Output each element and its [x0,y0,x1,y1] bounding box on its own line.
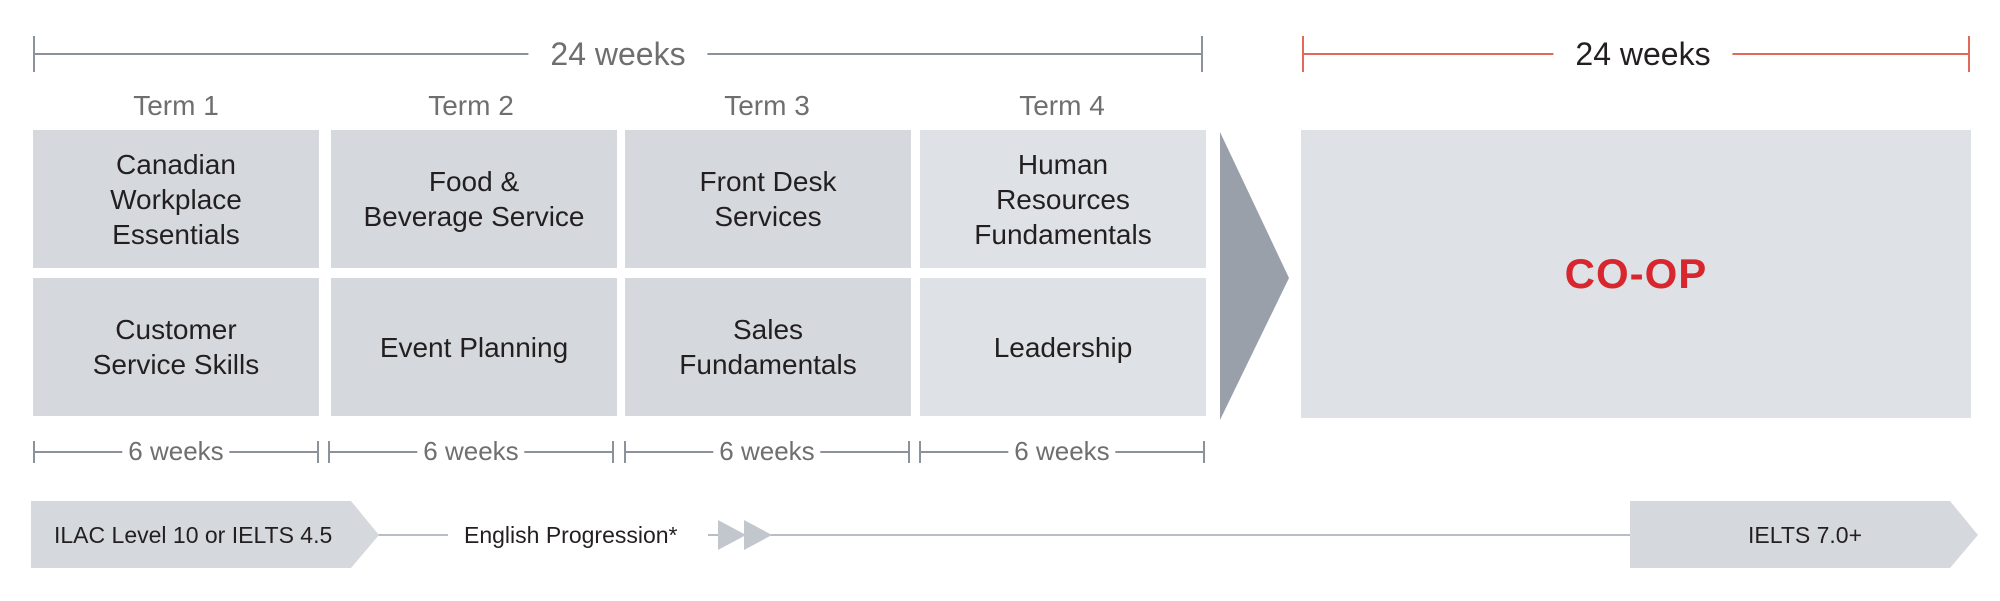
course-sales-fundamentals: Sales Fundamentals [625,278,911,416]
coop-bracket-cap-left [1302,36,1304,72]
term-3-duration-bracket: 6 weeks [624,433,910,469]
term-4-duration-bracket: 6 weeks [919,433,1205,469]
term-4-duration: 6 weeks [1008,433,1116,469]
course-event-planning: Event Planning [331,278,617,416]
term-4-label: Term 4 [1019,90,1105,121]
course-canadian-workplace-essentials: Canadian Workplace Essentials [33,130,319,268]
term-1-duration: 6 weeks [122,433,230,469]
term-2-label: Term 2 [428,90,514,121]
end-level-label: IELTS 7.0+ [1748,522,1863,548]
coop-label: CO-OP [1564,250,1708,297]
english-progression-label: English Progression* [464,522,678,548]
course-customer-service-skills: Customer Service Skills [33,278,319,416]
course-front-desk-services: Front Desk Services [625,130,911,268]
term-3-duration: 6 weeks [713,433,821,469]
end-level-banner [1630,501,1978,568]
term-3-label: Term 3 [724,90,810,121]
coop-block: CO-OP [1301,130,1971,418]
progression-track-line [370,534,1640,536]
study-duration-label: 24 weeks [528,34,708,74]
coop-bracket-cap-right [1968,36,1970,72]
term-1-label: Term 1 [133,90,219,121]
term-2-duration-bracket: 6 weeks [328,433,614,469]
coop-duration-label: 24 weeks [1553,34,1733,74]
study-bracket-cap-left [33,36,35,72]
double-chevron-icon [718,520,772,550]
start-level-label: ILAC Level 10 or IELTS 4.5 [54,522,333,548]
start-level-banner [31,501,379,568]
progression-label-bg [448,518,708,554]
course-leadership: Leadership [920,278,1206,416]
course-food-beverage-service: Food & Beverage Service [331,130,617,268]
term-1-duration-bracket: 6 weeks [33,433,319,469]
term-2-duration: 6 weeks [417,433,525,469]
course-human-resources-fundamentals: Human Resources Fundamentals [920,130,1206,268]
arrow-right-icon [1220,132,1289,420]
study-bracket-cap-right [1201,36,1203,72]
